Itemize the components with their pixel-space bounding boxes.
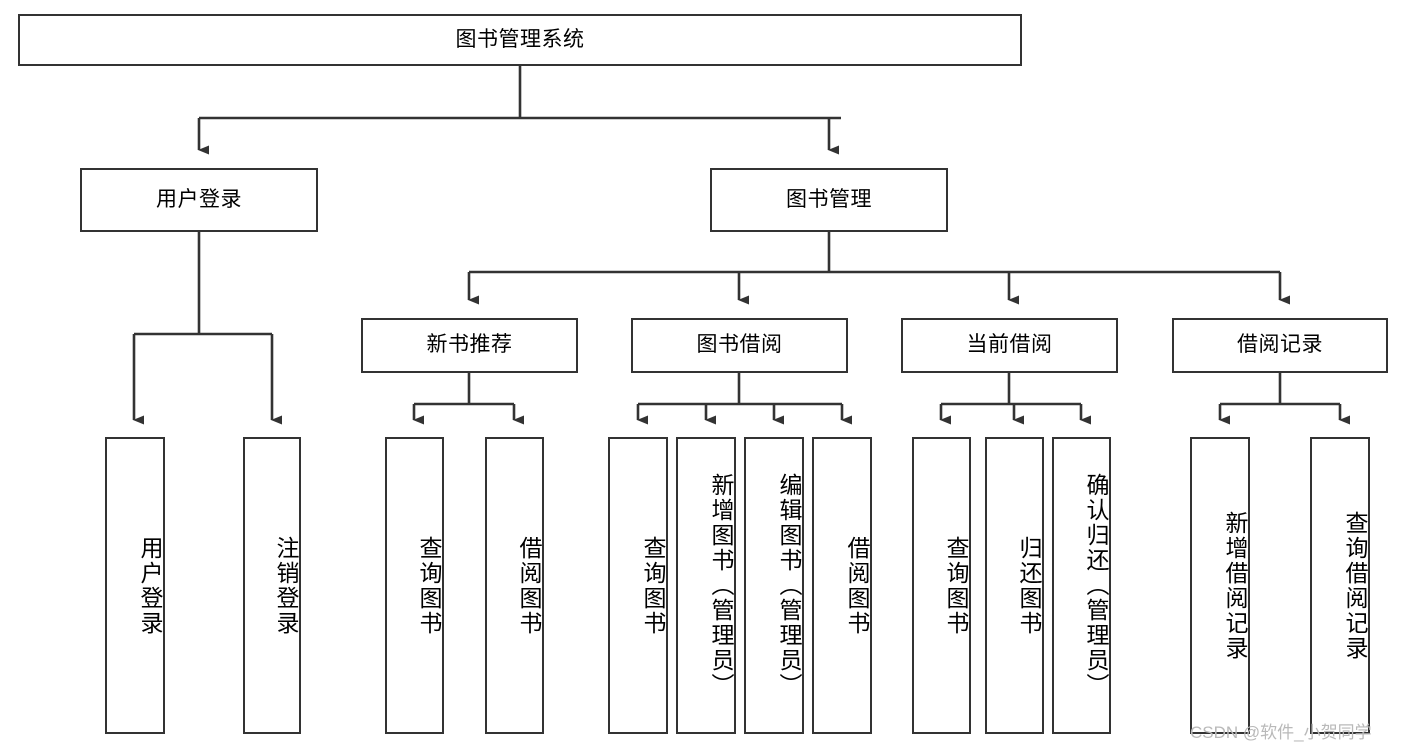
leaf-user-login[interactable]: 用户登录 <box>105 437 165 734</box>
leaf-query-books-current[interactable]: 查询图书 <box>912 437 971 734</box>
node-book-borrowing[interactable]: 图书借阅 <box>631 318 848 373</box>
leaf-label: 查询图书 <box>416 535 442 636</box>
leaf-add-book-admin[interactable]: 新增图书（管理员） <box>676 437 736 734</box>
leaf-logout[interactable]: 注销登录 <box>243 437 301 734</box>
leaf-label: 用户登录 <box>137 535 163 636</box>
leaf-borrow-books-new[interactable]: 借阅图书 <box>485 437 544 734</box>
leaf-label: 编辑图书（管理员） <box>776 473 802 698</box>
leaf-label: 借阅图书 <box>516 535 542 636</box>
leaf-label: 新增图书（管理员） <box>708 473 734 698</box>
leaf-label: 查询借阅记录 <box>1342 510 1368 661</box>
node-user-login[interactable]: 用户登录 <box>80 168 318 232</box>
leaf-query-borrow-record[interactable]: 查询借阅记录 <box>1310 437 1370 734</box>
leaf-borrow-books[interactable]: 借阅图书 <box>812 437 872 734</box>
leaf-label: 注销登录 <box>273 535 299 636</box>
leaf-label: 查询图书 <box>943 535 969 636</box>
leaf-query-books-borrow[interactable]: 查询图书 <box>608 437 668 734</box>
csdn-watermark: CSDN @软件_小贺同学 <box>1190 723 1372 742</box>
leaf-label: 新增借阅记录 <box>1222 510 1248 661</box>
node-new-book-recommendation[interactable]: 新书推荐 <box>361 318 578 373</box>
leaf-confirm-return-admin[interactable]: 确认归还（管理员） <box>1052 437 1111 734</box>
leaf-label: 确认归还（管理员） <box>1083 473 1109 698</box>
leaf-label: 查询图书 <box>640 535 666 636</box>
node-borrow-records[interactable]: 借阅记录 <box>1172 318 1388 373</box>
leaf-return-books[interactable]: 归还图书 <box>985 437 1044 734</box>
node-book-management[interactable]: 图书管理 <box>710 168 948 232</box>
leaf-label: 借阅图书 <box>844 535 870 636</box>
leaf-edit-book-admin[interactable]: 编辑图书（管理员） <box>744 437 804 734</box>
node-root-system[interactable]: 图书管理系统 <box>18 14 1022 66</box>
leaf-label: 归还图书 <box>1016 535 1042 636</box>
node-current-borrowing[interactable]: 当前借阅 <box>901 318 1118 373</box>
leaf-query-books-new[interactable]: 查询图书 <box>385 437 444 734</box>
leaf-add-borrow-record[interactable]: 新增借阅记录 <box>1190 437 1250 734</box>
